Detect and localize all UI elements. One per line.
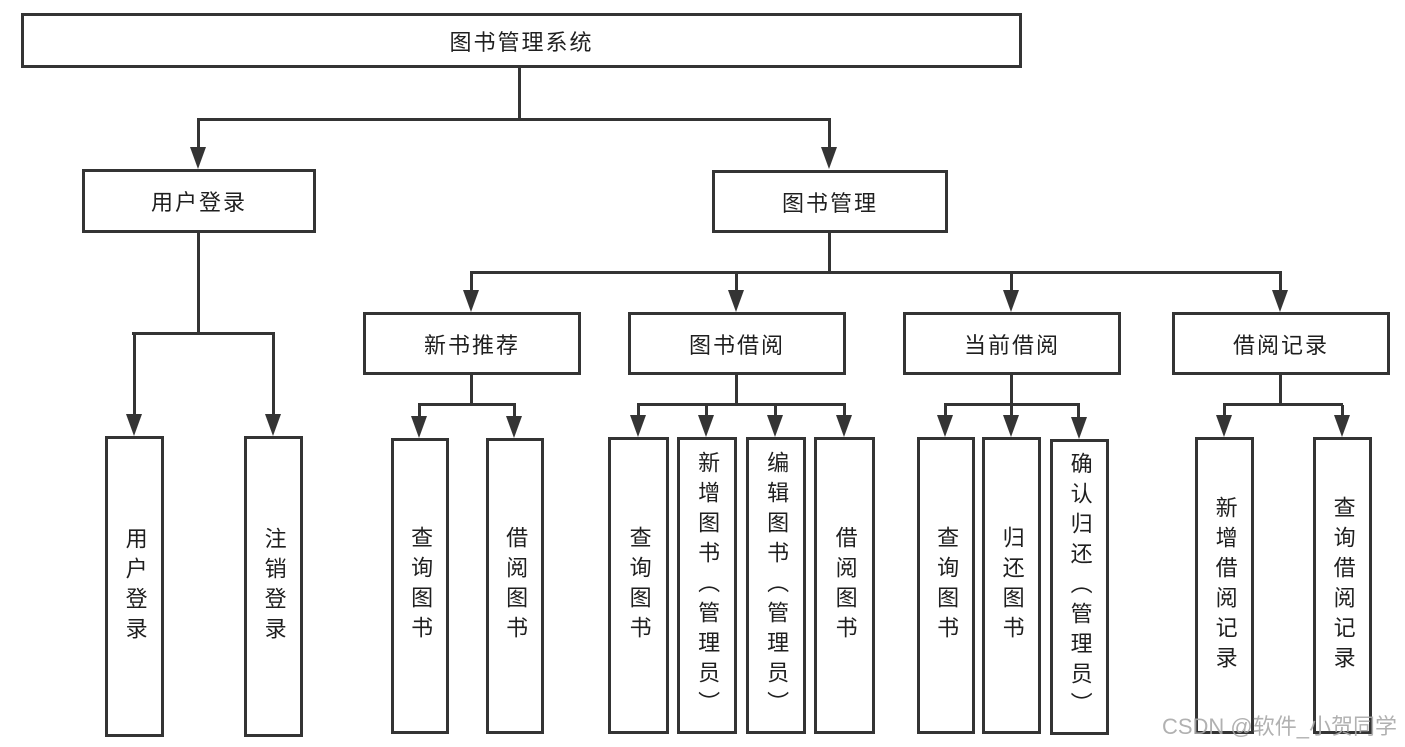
leaf-borrow-books-1-label: 借阅图书 [503,526,529,646]
leaf-query-borrow-record-label: 查询借阅记录 [1330,495,1356,676]
connector-leaf-drop [637,405,640,417]
connector-level3-rail [470,271,1282,274]
connector-group-stem [1010,374,1013,405]
connector-leaf-drop [705,405,708,417]
connector-user-login-drop [197,120,200,150]
connector-group-stem [1279,374,1282,405]
leaf-query-books-2: 查询图书 [608,437,669,734]
arrow-down-icon [411,416,427,438]
leaf-borrow-books-2: 借阅图书 [814,437,875,734]
node-book-management-label: 图书管理 [781,190,878,216]
connector-book-mgmt-stem [828,232,831,273]
node-book-borrow: 图书借阅 [628,312,846,375]
connector-leaf-drop [1077,405,1080,417]
node-book-borrow-label: 图书借阅 [688,332,785,358]
node-user-login: 用户登录 [82,169,316,233]
leaf-return-books-label: 归还图书 [999,525,1025,646]
leaf-edit-book-admin: 编辑图书（管理员） [746,437,806,734]
connector-leaf-drop [1341,405,1344,417]
connector-leaf-drop [513,405,516,418]
connector-leaf-drop [470,273,473,293]
leaf-add-book-admin-label: 新增图书（管理员） [695,450,721,721]
node-new-book-recommend: 新书推荐 [363,312,581,375]
arrow-down-icon [1334,415,1350,437]
arrow-down-icon [506,416,522,438]
leaf-return-books: 归还图书 [982,437,1041,734]
leaf-confirm-return-admin: 确认归还（管理员） [1050,439,1109,735]
leaf-add-borrow-record: 新增借阅记录 [1195,437,1254,734]
connector-leaf-drop [1223,405,1226,417]
arrow-down-icon [1216,415,1232,437]
arrow-down-icon [126,414,142,436]
leaf-add-borrow-record-label: 新增借阅记录 [1212,495,1238,676]
leaf-borrow-books-2-label: 借阅图书 [832,525,858,646]
leaf-query-books-1: 查询图书 [391,438,449,734]
arrow-down-icon [1272,290,1288,312]
connector-level2-rail [197,118,831,121]
leaf-edit-book-admin-label: 编辑图书（管理员） [764,450,790,721]
arrow-down-icon [836,415,852,437]
connector-group-rail [637,403,846,406]
connector-group-stem [735,374,738,405]
leaf-query-books-1-label: 查询图书 [408,526,434,646]
connector-leaf-drop [133,334,136,416]
node-book-management: 图书管理 [712,170,948,233]
connector-user-login-stem [197,233,200,334]
connector-leaf-drop [418,405,421,418]
arrow-down-icon [265,414,281,436]
arrow-down-icon [937,415,953,437]
arrow-down-icon [463,290,479,312]
leaf-query-books-3-label: 查询图书 [934,525,960,646]
arrow-down-icon [728,290,744,312]
connector-root-stem [518,68,521,120]
connector-group-stem [470,374,473,405]
arrow-down-icon [1071,417,1087,439]
node-user-login-label: 用户登录 [150,190,247,215]
watermark: CSDN @软件_小贺同学 [1161,714,1397,739]
arrow-down-icon [1003,415,1019,437]
arrow-down-icon [698,415,714,437]
connector-user-login-rail [132,332,275,335]
arrow-down-icon [630,415,646,437]
leaf-query-books-2-label: 查询图书 [626,525,652,646]
leaf-borrow-books-1: 借阅图书 [486,438,544,734]
leaf-user-login: 用户登录 [105,436,164,737]
connector-book-mgmt-drop [828,120,831,150]
connector-leaf-drop [843,405,846,417]
node-root: 图书管理系统 [21,13,1022,68]
connector-leaf-drop [1279,273,1282,293]
connector-leaf-drop [272,334,275,416]
node-borrow-records: 借阅记录 [1172,312,1390,375]
connector-group-rail [1223,403,1343,406]
leaf-logout: 注销登录 [244,436,303,737]
connector-group-rail [944,403,1080,406]
leaf-query-books-3: 查询图书 [917,437,975,734]
connector-leaf-drop [1010,273,1013,293]
node-current-borrow-label: 当前借阅 [963,332,1060,358]
leaf-confirm-return-admin-label: 确认归还（管理员） [1067,452,1093,722]
arrow-down-icon [1003,290,1019,312]
connector-leaf-drop [774,405,777,417]
connector-leaf-drop [735,273,738,293]
connector-leaf-drop [944,405,947,417]
node-current-borrow: 当前借阅 [903,312,1121,375]
node-new-book-recommend-label: 新书推荐 [423,332,520,358]
node-root-label: 图书管理系统 [449,29,594,55]
leaf-user-login-label: 用户登录 [122,526,148,647]
connector-group-rail [418,403,516,406]
arrow-down-icon [190,147,206,169]
leaf-add-book-admin: 新增图书（管理员） [677,437,737,734]
arrow-down-icon [821,147,837,169]
arrow-down-icon [767,415,783,437]
leaf-query-borrow-record: 查询借阅记录 [1313,437,1372,734]
leaf-logout-label: 注销登录 [261,526,287,647]
node-borrow-records-label: 借阅记录 [1232,332,1329,358]
connector-leaf-drop [1010,405,1013,417]
